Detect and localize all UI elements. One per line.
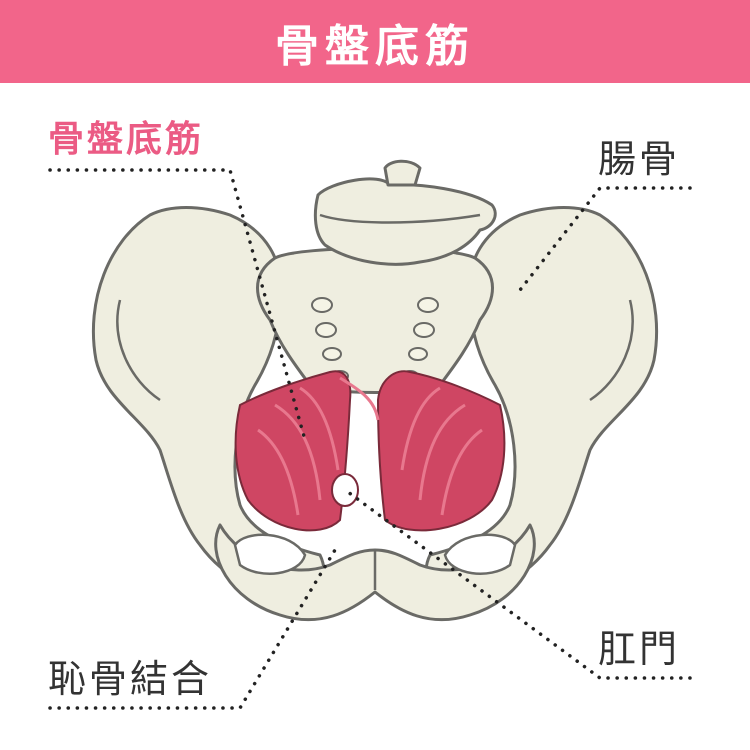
page-title: 骨盤底筋 — [275, 20, 475, 72]
leader-anus — [346, 490, 692, 680]
right-obturator-foramen — [443, 533, 517, 575]
pelvic-floor-muscles — [234, 370, 506, 532]
label-anus: 肛門 — [598, 627, 681, 671]
label-ilium: 腸骨 — [598, 137, 681, 181]
leader-pubic-symphysis — [48, 548, 337, 710]
label-pubic-symphysis: 恥骨結合 — [48, 657, 213, 701]
leader-ilium — [518, 186, 692, 292]
title-banner: 骨盤底筋 — [0, 0, 750, 83]
right-muscle — [376, 370, 506, 532]
sacrum — [256, 246, 494, 394]
anus-opening — [331, 473, 359, 507]
left-obturator-foramen — [233, 533, 307, 575]
label-pelvic-floor: 骨盤底筋 — [48, 119, 205, 160]
